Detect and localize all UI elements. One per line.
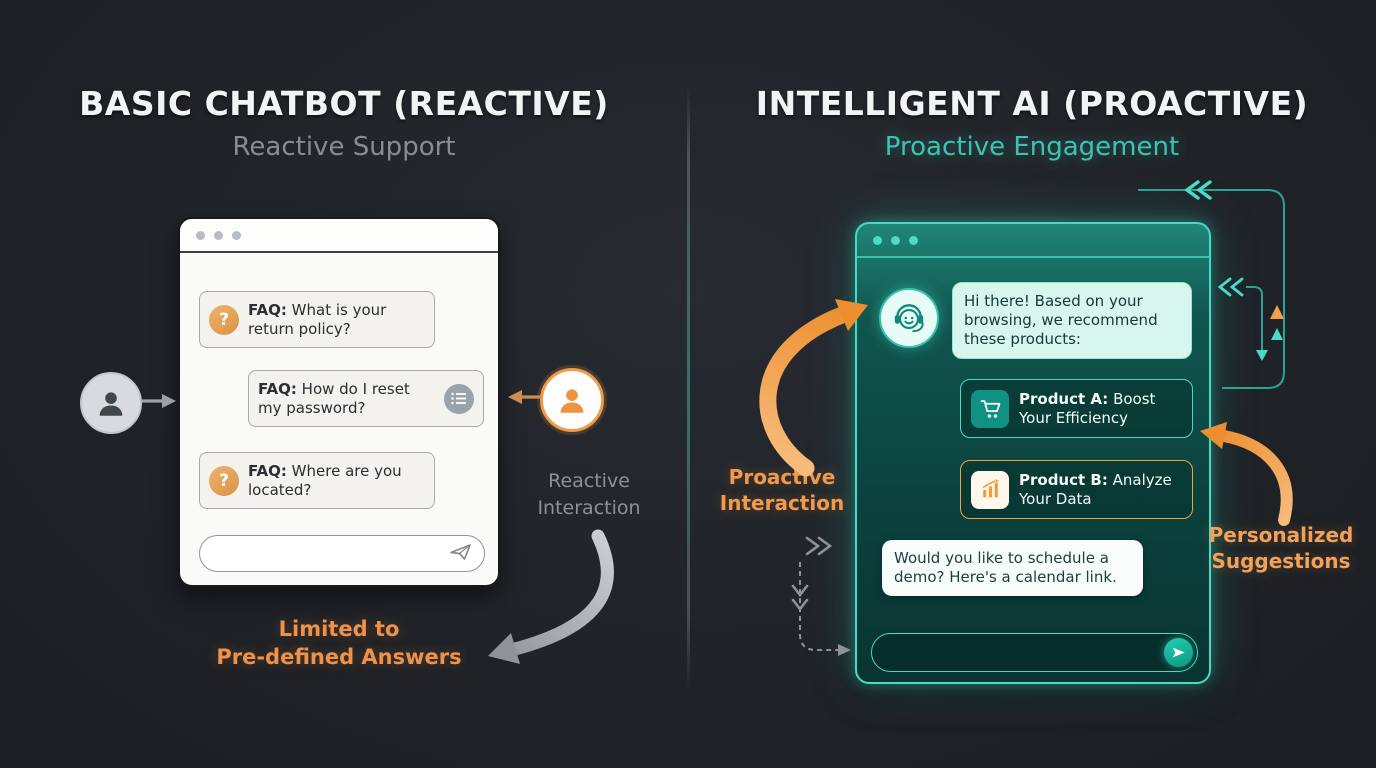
forward-chevrons-icon: [817, 536, 833, 556]
label-line: Limited to: [278, 617, 400, 641]
agent-to-window-arrow: [508, 390, 541, 404]
window-dot-icon: [232, 230, 241, 240]
intelligent-ai-window: Hi there! Based on your browsing, we rec…: [855, 222, 1211, 684]
basic-chatbot-title: BASIC CHATBOT (REACTIVE): [79, 84, 609, 123]
product-message: Product A: Boost Your Efficiency: [1019, 390, 1182, 428]
intelligent-ai-title: INTELLIGENT AI (PROACTIVE): [755, 84, 1309, 123]
ai-greeting-message: Hi there! Based on your browsing, we rec…: [952, 282, 1192, 359]
window-dot-icon: [214, 230, 223, 240]
smart-message-input[interactable]: [872, 634, 1181, 671]
question-icon: ?: [209, 465, 239, 496]
dashed-flow-connector: [791, 536, 851, 656]
send-icon: [1172, 647, 1185, 657]
faq-body: Where are you located?: [248, 461, 402, 499]
basic-message-input[interactable]: [200, 536, 468, 571]
label-line: Personalized: [1208, 523, 1354, 547]
bar-chart-icon: [971, 470, 1009, 509]
basic-chatbot-subtitle: Reactive Support: [232, 132, 456, 162]
personalized-suggestions-label: Personalized Suggestions: [1190, 522, 1372, 574]
customer-to-window-arrow: [142, 394, 176, 408]
label-line: Pre-defined Answers: [216, 645, 462, 669]
demo-offer-message: Would you like to schedule a demo? Here'…: [882, 540, 1143, 596]
down-chevron-icon: [791, 598, 809, 612]
proactive-interaction-label: Proactive Interaction: [692, 464, 872, 516]
faq-message: FAQ: How do I reset my password?: [258, 380, 435, 418]
faq-bubble-location: ? FAQ: Where are you located?: [199, 452, 435, 509]
customer-avatar: [80, 372, 142, 434]
right-arrow-icon: [838, 644, 851, 656]
faq-prefix: FAQ:: [248, 461, 287, 480]
faq-bubble-reset-password: FAQ: How do I reset my password?: [248, 370, 484, 427]
proactive-arrow: [759, 299, 868, 477]
center-divider: [687, 84, 690, 690]
down-arrow-icon: [1256, 350, 1268, 361]
send-button[interactable]: [1164, 637, 1193, 667]
faq-bubble-return-policy: ? FAQ: What is your return policy?: [199, 291, 435, 348]
forward-chevrons-icon: [805, 536, 821, 556]
headset-agent-icon: [894, 304, 924, 333]
faq-message: FAQ: Where are you located?: [248, 462, 425, 500]
rewind-chevrons-icon: [1196, 180, 1212, 200]
limited-answers-label: Limited to Pre-defined Answers: [159, 615, 519, 671]
product-b-card[interactable]: Product B: Analyze Your Data: [960, 460, 1193, 519]
label-line: Reactive: [548, 470, 630, 492]
window-dot-icon: [196, 230, 205, 240]
user-icon: [99, 392, 123, 416]
shopping-cart-icon: [971, 389, 1009, 428]
product-a-card[interactable]: Product A: Boost Your Efficiency: [960, 379, 1193, 438]
product-prefix: Product A:: [1019, 389, 1109, 408]
label-line: Suggestions: [1211, 549, 1351, 573]
window-dot-icon: [909, 235, 918, 245]
product-prefix: Product B:: [1019, 470, 1108, 489]
faq-prefix: FAQ:: [258, 379, 297, 398]
smart-window-titlebar: [857, 224, 1209, 258]
window-dot-icon: [891, 235, 900, 245]
window-dot-icon: [873, 235, 882, 245]
basic-window-titlebar: [180, 219, 498, 253]
faq-message: FAQ: What is your return policy?: [248, 301, 425, 339]
orange-up-arrow-icon: [1270, 305, 1284, 319]
personalized-suggestions-arrow: [1200, 422, 1293, 526]
faq-prefix: FAQ:: [248, 300, 287, 319]
basic-chatbot-window: ? FAQ: What is your return policy? FAQ: …: [178, 217, 500, 587]
rewind-chevrons-icon: [1184, 180, 1200, 200]
user-icon: [560, 389, 584, 413]
product-message: Product B: Analyze Your Data: [1019, 471, 1182, 509]
send-icon[interactable]: [450, 543, 472, 564]
label-line: Interaction: [537, 497, 641, 519]
intelligent-ai-subtitle: Proactive Engagement: [884, 132, 1180, 162]
product-body: Boost Your Efficiency: [1019, 389, 1156, 427]
down-chevron-icon: [791, 584, 809, 598]
product-body: Analyze Your Data: [1019, 470, 1172, 508]
basic-message-input-container: [199, 535, 485, 572]
reactive-interaction-label: Reactive Interaction: [489, 468, 689, 522]
ai-agent-avatar: [879, 288, 939, 348]
label-line: Proactive: [728, 465, 836, 489]
list-icon: [444, 383, 474, 414]
teal-up-arrow-icon: [1271, 328, 1283, 340]
question-icon: ?: [209, 304, 239, 335]
smart-message-input-container: [871, 633, 1198, 672]
label-line: Interaction: [719, 491, 845, 515]
agent-avatar: [540, 368, 604, 432]
faq-body: What is your return policy?: [248, 300, 387, 338]
faq-body: How do I reset my password?: [258, 379, 410, 417]
